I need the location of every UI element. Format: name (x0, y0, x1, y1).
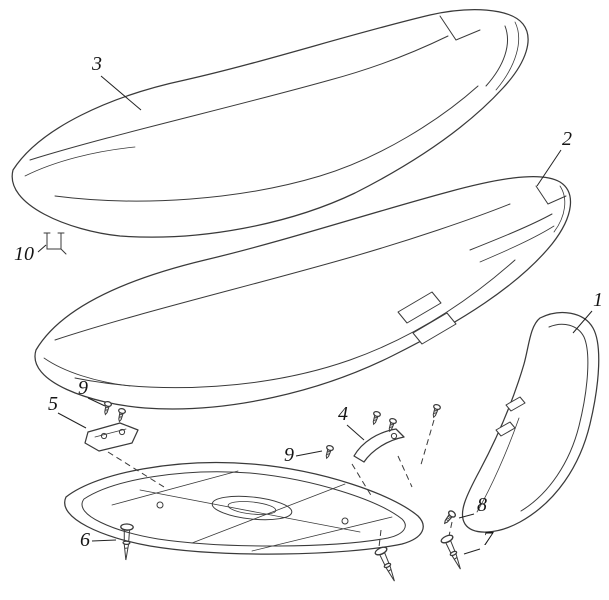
bolt-part (429, 403, 442, 419)
part-label-3: 3 (91, 53, 102, 75)
part-label-8: 8 (477, 494, 487, 516)
leader-line (536, 149, 562, 187)
leader-line (57, 412, 87, 429)
leader-line (87, 397, 106, 407)
bolt-part (115, 407, 127, 423)
leader-line (91, 539, 117, 542)
part-label-4: 4 (338, 403, 348, 425)
part-3-saddle-cover (11, 9, 529, 238)
leader-line (463, 548, 481, 555)
bolt-part (101, 400, 113, 416)
leader-line (572, 310, 593, 334)
part-1-side-panel (461, 311, 600, 533)
part-label-10: 10 (14, 243, 34, 265)
leader-line (295, 450, 323, 457)
part-2-saddle-shell (34, 176, 572, 410)
fastener-part (441, 509, 458, 527)
part-label-9: 9 (284, 444, 294, 466)
part-label-2: 2 (562, 128, 572, 150)
part-4-bracket (353, 428, 405, 463)
pin-part (373, 545, 401, 585)
part-5-bracket (84, 422, 139, 452)
part-label-9: 9 (78, 377, 88, 399)
part-10-clip (43, 232, 67, 255)
part-9-bolts (101, 400, 442, 460)
part-label-1: 1 (593, 289, 603, 311)
part-label-7: 7 (483, 528, 494, 550)
leader-line (100, 75, 142, 111)
part-8-fastener (441, 509, 458, 527)
part-label-6: 6 (80, 529, 90, 551)
base-plate-part (64, 462, 424, 555)
pin-part (439, 533, 467, 573)
assembly-guide-lines (107, 419, 453, 548)
bolt-part (322, 444, 335, 460)
leader-line (346, 424, 365, 441)
bolt-part (369, 410, 382, 426)
leader-line (458, 513, 475, 519)
leader-line (37, 244, 47, 253)
part-label-5: 5 (48, 393, 58, 415)
